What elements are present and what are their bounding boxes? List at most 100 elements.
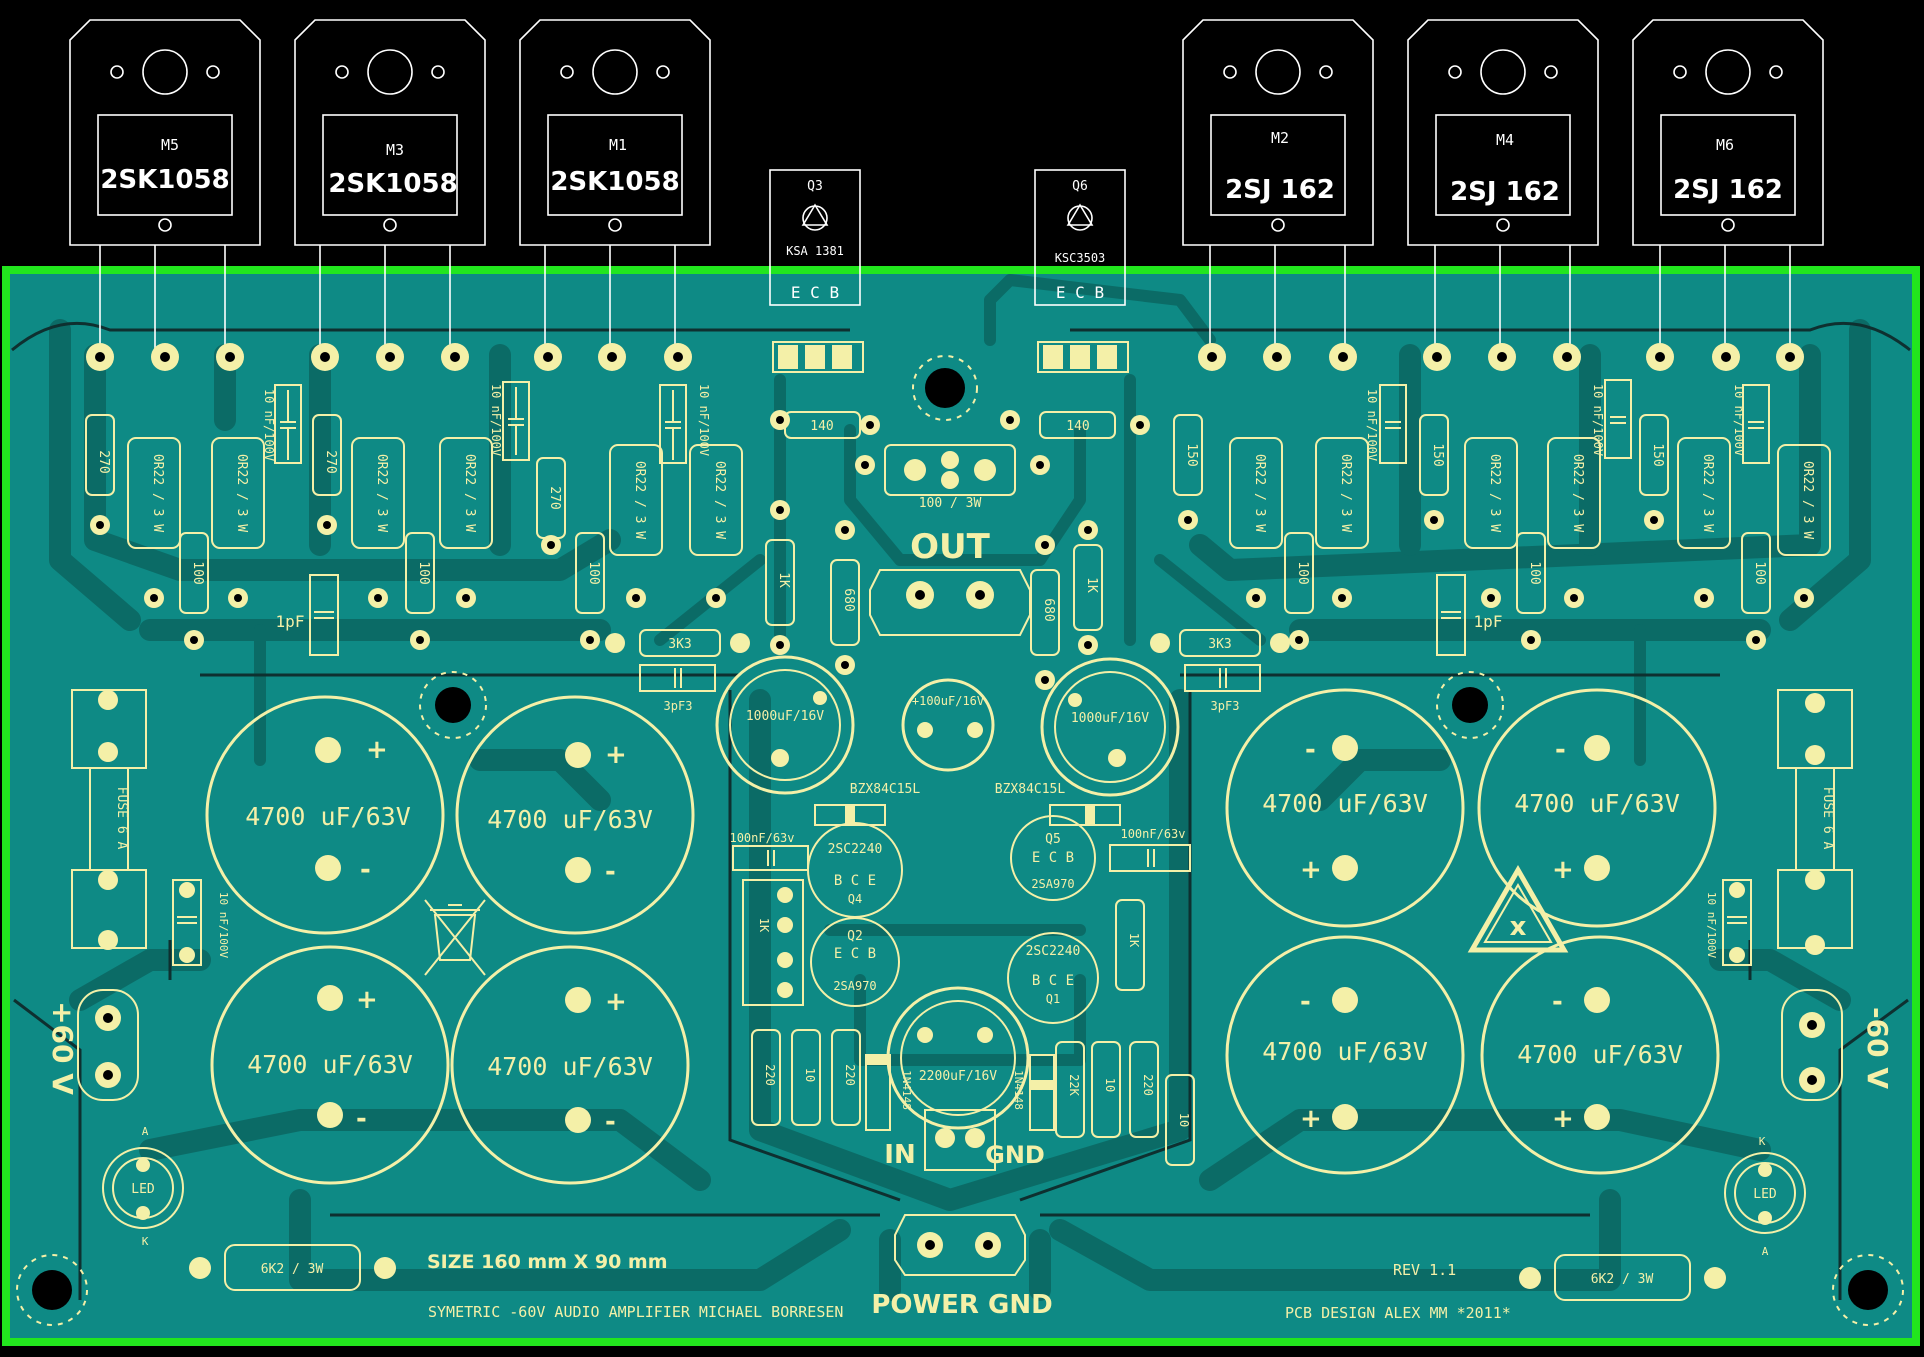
resistors-left: 270 0R22 / 3 W 0R22 / 3 W 100 270 0R22 /… [85,414,743,614]
c1pf-left: 1pF [276,612,305,631]
led-right-a: A [1762,1245,1769,1258]
cap5-label: 4700 uF/63V [1262,789,1428,818]
cap3-minus: - [356,1104,367,1134]
r140-left: 140 [810,419,833,434]
transistor-q6: Q6 KSC3503 E C B [1034,169,1126,306]
transistor-q3: Q3 KSA 1381 E C B [769,169,861,306]
r150-2: 150 [1430,443,1445,466]
m2-part: 2SJ 162 [1225,175,1335,205]
cap4-minus: - [605,1107,616,1137]
r0r22-9: 0R22 / 3 W [1487,454,1502,532]
in-label: IN [884,1140,915,1170]
q6-pins: E C B [1056,283,1104,302]
bias-resistors: 140 140 100 / 3W [784,355,1116,511]
cap6-minus: - [1555,735,1566,765]
r270-1: 270 [96,450,111,473]
led-left-label: LED [131,1182,155,1197]
r100-3: 100 [586,561,601,584]
r0r22-6: 0R22 / 3 W [712,461,727,539]
r0r22-10: 0R22 / 3 W [1570,454,1585,532]
c10nf-2: 10 nF/100V [489,384,503,456]
c1000-left: 1000uF/16V [746,709,824,724]
c100nf-q5: 100nF/63v [1120,827,1185,841]
q4-pins: B C E [834,873,876,889]
cap2-minus: - [605,857,616,887]
cap1-minus: - [360,855,371,885]
r270-2: 270 [323,450,338,473]
led-left: LED A K [102,1125,184,1248]
cap8-label: 4700 uF/63V [1517,1040,1683,1069]
r0r22-1: 0R22 / 3 W [150,454,165,532]
cap1-plus: + [366,735,388,765]
q6-ref: Q6 [1072,179,1088,194]
c1pf-right: 1pF [1474,612,1503,631]
board-texts: SIZE 160 mm X 90 mm SYMETRIC -60V AUDIO … [427,1251,1511,1322]
hazard-symbol: x [1467,864,1569,953]
q2-pins: E C B [834,946,876,962]
resistors-right: 150 0R22 / 3 W 0R22 / 3 W 100 150 0R22 /… [1173,414,1831,614]
res-6k2: 6K2 / 3W 6K2 / 3W [189,1244,1726,1301]
cap2-plus: + [605,740,627,770]
q4-ref: Q4 [848,892,862,906]
led-left-a: A [142,1125,149,1138]
cap2-label: 4700 uF/63V [487,805,653,834]
resistor-pads [90,410,1814,690]
r100-3w: 100 / 3W [919,496,982,511]
filter-caps-left: + - 4700 uF/63V + - 4700 uF/63V + - 4700… [205,695,695,1185]
led-right: LED K A [1724,1135,1806,1258]
power-gnd-connector: POWER GND [871,1214,1053,1320]
r1k-left: 1K [776,572,791,588]
r6k2-left: 6K2 / 3W [261,1262,324,1277]
led-right-label: LED [1753,1187,1777,1202]
r10-2: 10 [1103,1078,1117,1092]
c10nf-6: 10 nF/100V [1732,384,1746,456]
r1k-trim: 1K [757,918,771,933]
caps-10nf-right: 10 nF/100V 10 nF/100V 10 nF/100V [1365,379,1770,464]
input-stage: 1000uF/16V 1000uF/16V +100uF/16V BZX84C1… [715,655,1195,1166]
r220-2: 220 [843,1064,857,1086]
fuse-right-label: FUSE 6 A [1820,787,1835,850]
r0r22-3: 0R22 / 3 W [374,454,389,532]
q5-part: 2SA970 [1031,877,1074,891]
r3k3-right: 3K3 [1208,637,1231,652]
q5-pins: E C B [1032,850,1074,866]
cap7-plus: + [1300,1104,1322,1134]
r0r22-8: 0R22 / 3 W [1338,454,1353,532]
r0r22-7: 0R22 / 3 W [1252,454,1267,532]
fuse-right: FUSE 6 A [1777,689,1853,955]
mosfet-m6: M6 2SJ 162 [1632,19,1824,355]
design-text: PCB DESIGN ALEX MM *2011* [1285,1304,1511,1322]
side-caps: 10 nF/100V 10 nF/100V [172,879,1752,966]
r10-3: 10 [1177,1113,1191,1127]
power-gnd-label: POWER GND [871,1290,1052,1320]
mounting-holes [16,671,1904,1326]
cap7-label: 4700 uF/63V [1262,1037,1428,1066]
c10nf-4: 10 nF/100V [1365,389,1379,461]
d1n4148-2: 1N4148 [1012,1070,1025,1110]
led-right-k: K [1759,1135,1766,1148]
m2-ref: M2 [1271,129,1289,147]
r100-2: 100 [416,561,431,584]
r220-3: 220 [1141,1074,1155,1096]
q1-ref: Q1 [1046,992,1060,1006]
cap6-label: 4700 uF/63V [1514,789,1680,818]
weee-symbol [424,899,486,976]
r140-right: 140 [1066,419,1089,434]
m1-part: 2SK1058 [550,167,679,197]
m6-part: 2SJ 162 [1673,175,1783,205]
caps-10nf-left: 10 nF/100V 10 nF/100V 10 nF/100V [262,381,711,464]
cap7-minus: - [1300,987,1311,1017]
caps-3pf3: 3pF3 3pF3 [639,664,1261,713]
out-connector: OUT [869,527,1031,636]
cap6-plus: + [1552,855,1574,885]
r680-right: 680 [1041,598,1056,621]
filter-caps-right: - + 4700 uF/63V - + 4700 uF/63V - + 4700… [1225,688,1720,1175]
led-left-k: K [142,1235,149,1248]
board-outline [2,266,1920,1346]
r0r22-11: 0R22 / 3 W [1700,454,1715,532]
m1-ref: M1 [609,136,627,154]
plus60-label: +60 V [46,1001,79,1095]
m3-part: 2SK1058 [328,169,457,199]
input-connector: IN GND [884,1109,1045,1171]
zener-left: BZX84C15L [850,782,921,797]
